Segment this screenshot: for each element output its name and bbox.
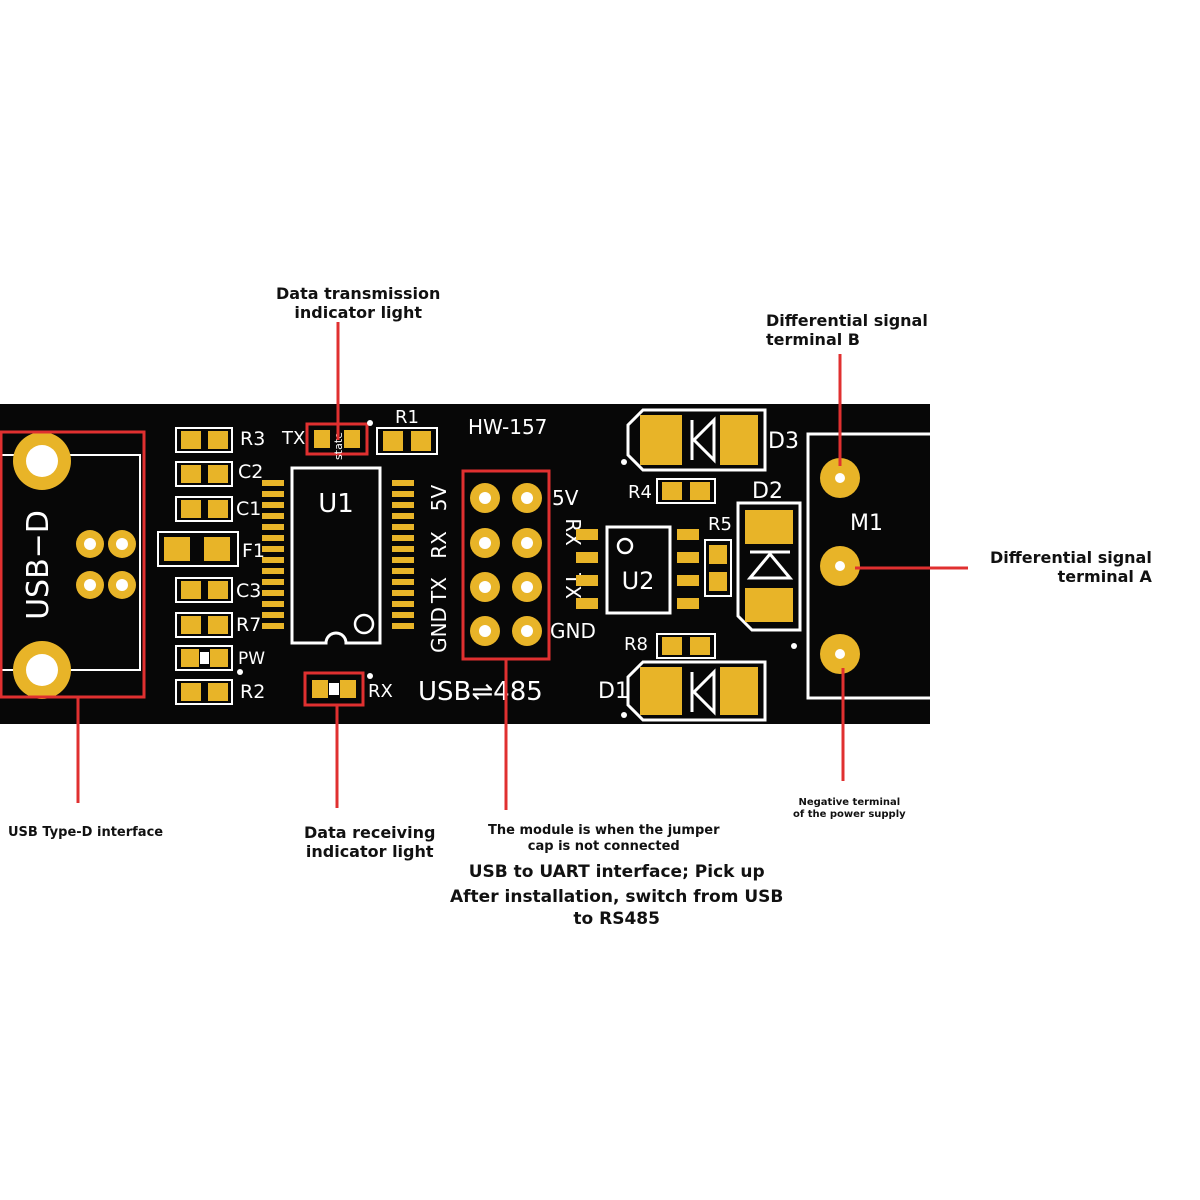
- pw-label: PW: [238, 649, 265, 669]
- passive-components-left: R3 C2 C1 F1 C3 R7 PW R2: [157, 427, 265, 705]
- diode-d1: D1: [598, 660, 767, 722]
- pcb-board: [0, 404, 930, 724]
- svg-text:R5: R5: [708, 514, 732, 535]
- resistors-right: R4 R5 R8: [624, 478, 732, 659]
- usb-interface-caption: USB Type-D interface: [8, 825, 164, 840]
- c3-label: C3: [236, 580, 261, 602]
- svg-text:D1: D1: [598, 679, 629, 704]
- u1-chip: U1: [262, 466, 414, 645]
- r1-label: R1: [395, 407, 419, 428]
- svg-text:R4: R4: [628, 482, 652, 503]
- svg-text:RX: RX: [427, 531, 451, 559]
- rx-led-area: RX: [303, 671, 393, 707]
- svg-text:D2: D2: [752, 479, 783, 504]
- svg-text:D3: D3: [768, 429, 799, 454]
- jumper-header: 5V RX TX GND: [461, 469, 596, 661]
- f1-label: F1: [242, 540, 265, 562]
- diode-d3: D3: [621, 408, 799, 472]
- callout-lines: [0, 322, 968, 810]
- svg-text:GND: GND: [427, 607, 451, 653]
- terminal-block-m1: M1: [791, 432, 930, 700]
- rx-label: RX: [368, 681, 393, 702]
- svg-text:5V: 5V: [552, 486, 579, 510]
- svg-text:R8: R8: [624, 634, 648, 655]
- usb485-label: USB⇌485: [418, 677, 543, 707]
- model-label: HW-157: [468, 415, 547, 439]
- header-labels-left: 5V RX TX GND: [427, 484, 451, 652]
- usb-d-label: USB−D: [21, 510, 56, 620]
- diode-d2: D2: [736, 479, 802, 632]
- svg-text:5V: 5V: [427, 484, 451, 511]
- svg-text:TX: TX: [427, 577, 451, 604]
- u1-label: U1: [318, 489, 354, 519]
- r7-label: R7: [236, 614, 261, 636]
- tx-led-area: TX state R1: [281, 407, 438, 460]
- u2-label: U2: [622, 567, 655, 595]
- c2-label: C2: [238, 461, 263, 483]
- state-label: state: [332, 432, 345, 460]
- c1-label: C1: [236, 498, 261, 520]
- usb-connector: USB−D: [0, 432, 141, 699]
- tx-label: TX: [281, 428, 305, 449]
- svg-text:GND: GND: [550, 619, 596, 643]
- u2-chip: U2: [576, 525, 699, 615]
- r3-label: R3: [240, 428, 265, 450]
- r2-label: R2: [240, 681, 265, 703]
- svg-text:M1: M1: [850, 511, 883, 536]
